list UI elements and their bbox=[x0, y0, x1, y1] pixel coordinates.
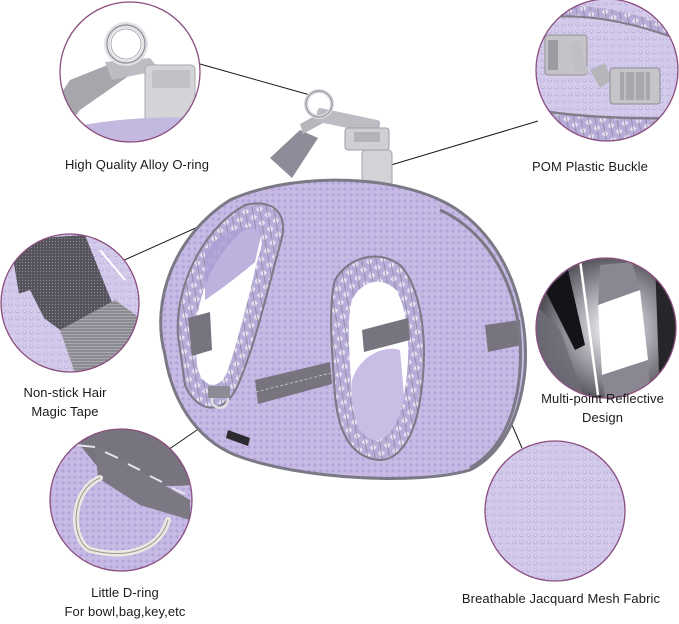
label-o-ring-text: High Quality Alloy O-ring bbox=[64, 157, 210, 172]
label-magic-tape-line2: Magic Tape bbox=[31, 404, 99, 419]
label-d-ring: Little D-ring For bowl,bag,key,etc bbox=[40, 583, 210, 621]
callout-magic-tape-image bbox=[0, 233, 140, 373]
leader-line-buckle bbox=[390, 120, 539, 166]
label-buckle: POM Plastic Buckle bbox=[510, 157, 670, 176]
label-mesh: Breathable Jacquard Mesh Fabric bbox=[445, 589, 677, 608]
label-d-ring-line1: Little D-ring bbox=[91, 585, 159, 600]
callout-reflective-image bbox=[535, 257, 677, 399]
label-o-ring: High Quality Alloy O-ring bbox=[52, 155, 222, 174]
label-magic-tape: Non-stick Hair Magic Tape bbox=[0, 383, 130, 421]
callout-o-ring-image bbox=[59, 1, 201, 143]
label-magic-tape-line1: Non-stick Hair bbox=[23, 385, 107, 400]
label-reflective-line2: Design bbox=[581, 410, 624, 425]
harness-product-image bbox=[159, 89, 528, 480]
leader-line-o-ring bbox=[199, 63, 311, 96]
callout-d-ring-image bbox=[49, 428, 193, 572]
callout-buckle-image bbox=[535, 0, 679, 142]
label-mesh-text: Breathable Jacquard Mesh Fabric bbox=[461, 591, 661, 606]
label-buckle-text: POM Plastic Buckle bbox=[532, 159, 648, 174]
callout-mesh-image bbox=[484, 440, 626, 582]
label-reflective-line1: Multi-point Reflective bbox=[541, 391, 664, 406]
label-reflective: Multi-point Reflective Design bbox=[525, 389, 679, 427]
label-d-ring-line2: For bowl,bag,key,etc bbox=[64, 604, 186, 619]
